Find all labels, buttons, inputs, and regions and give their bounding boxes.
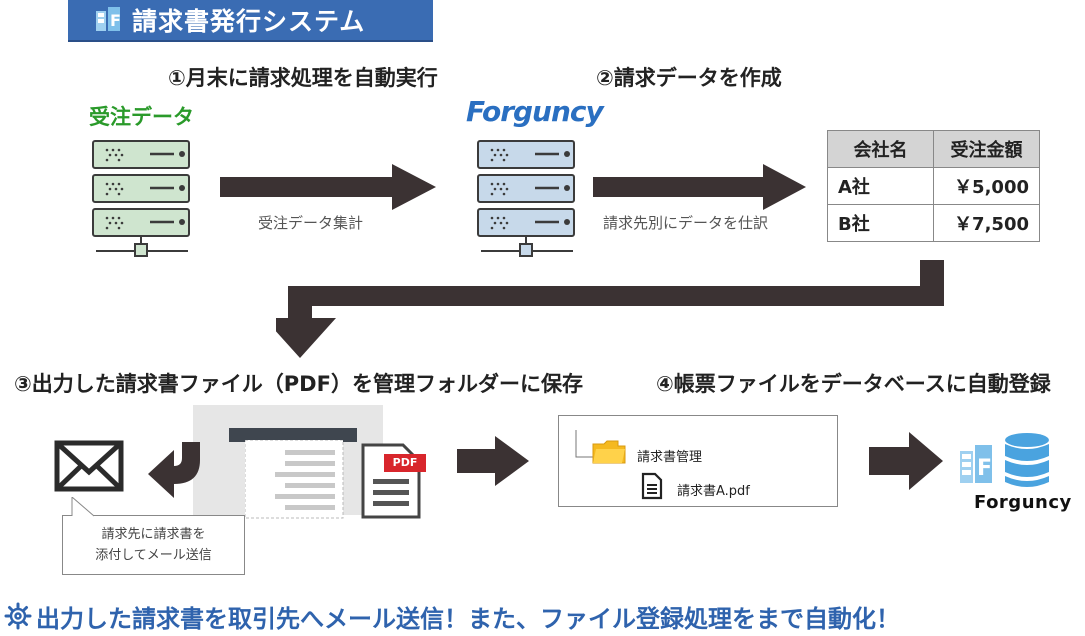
- forguncy-app-icon: F: [96, 7, 120, 31]
- step-4-label: ④帳票ファイルをデータベースに自動登録: [656, 372, 1051, 396]
- arrow-sort-label: 請求先別にデータを仕訳: [603, 214, 769, 232]
- folder-name: 請求書管理: [637, 450, 703, 465]
- forguncy-db-label: Forguncy: [974, 492, 1072, 513]
- elbow-arrow: [276, 260, 944, 358]
- svg-text:F: F: [977, 456, 992, 481]
- document-icon: [641, 472, 663, 500]
- database-icon: [1005, 433, 1049, 487]
- file-name: 請求書A.pdf: [677, 484, 750, 499]
- printer-slot: [229, 428, 357, 442]
- arrow-sort: [593, 164, 806, 210]
- forguncy-logo: Forguncy: [466, 95, 604, 128]
- forguncy-server-icon: [477, 140, 575, 257]
- col-amount: 受注金額: [933, 130, 1040, 168]
- mail-icon: [54, 440, 124, 492]
- step-1-label: ①月末に請求処理を自動実行: [168, 66, 438, 90]
- title-bar: F 請求書発行システム: [68, 0, 433, 42]
- mail-callout-tail: [71, 497, 95, 517]
- curved-arrow-icon: [148, 442, 200, 498]
- step-2-label: ②請求データを作成: [596, 66, 782, 90]
- invoice-data-table: 会社名 受注金額 A社 ￥5,000 B社 ￥7,500: [827, 130, 1040, 242]
- col-company: 会社名: [827, 130, 934, 168]
- page-title: 請求書発行システム: [132, 7, 366, 36]
- gear-icon: [4, 602, 32, 630]
- orders-data-label: 受注データ: [89, 105, 194, 129]
- company-cell: A社: [827, 167, 934, 205]
- management-folder: 請求書管理 請求書A.pdf: [558, 415, 838, 507]
- step-3-label: ③出力した請求書ファイル（PDF）を管理フォルダーに保存: [14, 372, 583, 396]
- svg-text:F: F: [110, 11, 120, 30]
- table-row: B社 ￥7,500: [827, 204, 1040, 242]
- company-cell: B社: [827, 204, 934, 242]
- tree-line: [575, 430, 594, 458]
- arrow-to-database: [869, 432, 943, 490]
- printed-invoice-icon: [245, 440, 344, 519]
- mail-callout: 請求先に請求書を 添付してメール送信: [62, 515, 245, 575]
- arrow-aggregate: [220, 164, 436, 210]
- table-row: A社 ￥5,000: [827, 167, 1040, 205]
- arrow-to-folder: [457, 436, 529, 486]
- mail-callout-line-2: 添付してメール送信: [95, 548, 212, 563]
- forguncy-app-icon-small: F: [960, 445, 992, 483]
- pdf-tag: PDF: [384, 454, 426, 472]
- folder-icon: [592, 440, 626, 464]
- orders-server-icon: [92, 140, 190, 257]
- amount-cell: ￥5,000: [933, 167, 1040, 205]
- footer-message: 出力した請求書を取引先へメール送信！また、ファイル登録処理をまで自動化！: [36, 605, 900, 633]
- amount-cell: ￥7,500: [933, 204, 1040, 242]
- arrow-aggregate-label: 受注データ集計: [258, 214, 364, 232]
- table-header-row: 会社名 受注金額: [827, 130, 1040, 168]
- mail-callout-line-1: 請求先に請求書を: [101, 527, 206, 542]
